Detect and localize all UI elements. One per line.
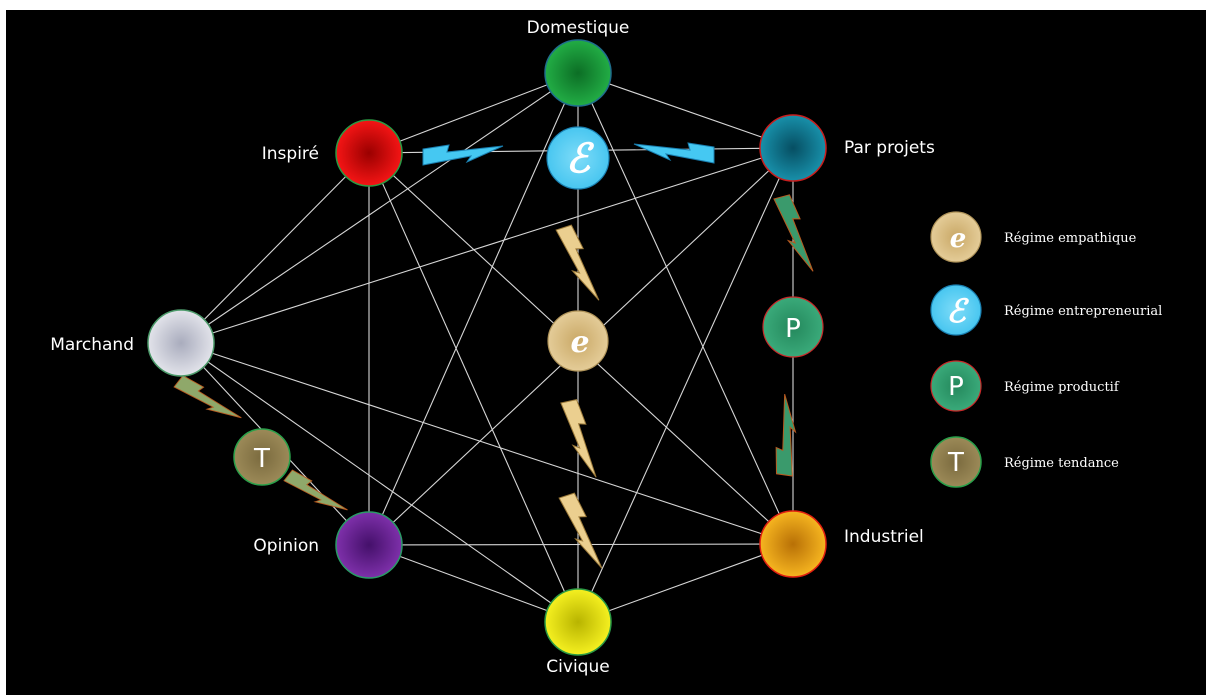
svg-text:P: P [948,372,964,402]
industriel-circle [759,510,827,578]
marchand-circle [147,309,215,377]
entrepreneurial-symbol: ℰ [566,135,595,182]
bolt-entrepreneurial-par-projets [633,142,715,164]
regime-empathique-node: e [547,310,609,372]
bolt-empathique-civique-1 [560,398,598,482]
legend-label-empathique: Régime empathique [1004,231,1137,246]
domestique-circle [544,39,612,107]
civique-circle [544,588,612,656]
bolt-tendance-opinion [283,466,349,524]
empathique-symbol: e [570,325,589,360]
par-projets-circle [759,114,827,182]
bolt-empathique-civique-2 [558,491,604,575]
node-opinion: Opinion [253,511,403,579]
svg-text:e: e [950,224,967,254]
opinion-circle [335,511,403,579]
domestique-label: Domestique [527,18,630,38]
inspire-label: Inspiré [262,144,319,164]
legend-label-tendance: Régime tendance [1004,456,1119,471]
legend: e Régime empathique ℰ Régime entrepreneu… [930,211,1162,488]
regime-productif-node: P [762,296,824,358]
node-industriel: Industriel [759,510,924,578]
marchand-label: Marchand [50,335,134,355]
node-civique: Civique [544,588,612,677]
node-inspire: Inspiré [262,119,403,187]
node-marchand: Marchand [50,309,215,377]
bolt-productif-industriel [772,393,804,477]
industriel-label: Industriel [844,527,924,547]
bolt-marchand-tendance [173,372,243,432]
regime-entrepreneurial-node: ℰ [546,126,610,190]
civique-label: Civique [546,657,609,677]
par-projets-label: Par projets [844,138,935,158]
legend-item-productif: P Régime productif [930,360,1120,412]
inspire-circle [335,119,403,187]
node-domestique: Domestique [527,18,630,107]
legend-label-productif: Régime productif [1004,380,1120,395]
productif-symbol: P [785,314,801,344]
svg-text:T: T [947,448,964,478]
bolt-inspire-entrepreneurial [422,144,504,166]
opinion-label: Opinion [253,536,319,556]
legend-label-entrepreneurial: Régime entrepreneurial [1004,304,1162,319]
diagram-canvas: Domestique Inspiré Par projets Marchand … [6,10,1206,695]
tendance-symbol: T [253,444,270,474]
legend-item-tendance: T Régime tendance [930,436,1119,488]
cites-diagram: Domestique Inspiré Par projets Marchand … [50,18,1162,677]
svg-text:ℰ: ℰ [946,292,969,330]
regime-tendance-node: T [233,428,291,486]
node-par-projets: Par projets [759,114,935,182]
legend-item-entrepreneurial: ℰ Régime entrepreneurial [930,284,1162,336]
bolt-par-projets-productif [773,193,815,277]
legend-item-empathique: e Régime empathique [930,211,1137,263]
